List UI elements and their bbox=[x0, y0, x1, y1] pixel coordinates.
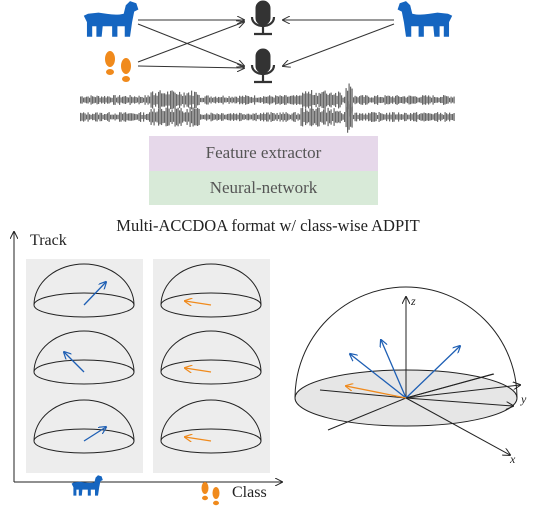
neural-network-box-bg bbox=[149, 171, 378, 205]
x-axis-label: x bbox=[510, 452, 516, 466]
feature-extractor-label: Feature extractor bbox=[205, 143, 322, 162]
neural-network-label: Neural-network bbox=[209, 178, 318, 197]
small-hemisphere bbox=[33, 330, 135, 385]
footsteps-icon-top bbox=[105, 51, 131, 82]
panel-dog bbox=[26, 259, 143, 473]
propagation-arrows bbox=[137, 20, 395, 68]
footsteps-doa-vector bbox=[185, 301, 212, 305]
large-hemisphere bbox=[294, 286, 520, 455]
footsteps-doa-vector bbox=[185, 437, 212, 441]
track-axis-label: Track bbox=[30, 232, 67, 249]
footsteps-icon-axis bbox=[201, 482, 220, 506]
dog-doa-vector bbox=[83, 427, 106, 442]
small-hemisphere bbox=[160, 330, 262, 385]
format-title: Multi-ACCDOA format w/ class-wise ADPIT bbox=[116, 216, 420, 235]
microphone-icon-1 bbox=[250, 0, 276, 36]
small-hemisphere bbox=[160, 399, 262, 454]
panel-footsteps bbox=[153, 259, 270, 473]
y-axis-label: y bbox=[521, 392, 527, 406]
waveform-icon bbox=[80, 83, 455, 133]
dog-doa-vector bbox=[83, 282, 106, 306]
footsteps-doa-vector bbox=[185, 368, 212, 372]
dog-icon-right bbox=[397, 1, 453, 37]
class-axis-label: Class bbox=[232, 484, 267, 501]
microphone-icon-2 bbox=[250, 47, 276, 84]
z-axis-label: z bbox=[411, 294, 416, 308]
dog-icon-left bbox=[83, 1, 139, 37]
small-hemisphere bbox=[160, 263, 262, 318]
dog-icon-axis bbox=[71, 475, 103, 496]
small-hemisphere bbox=[33, 399, 135, 454]
feature-extractor-box-bg bbox=[149, 136, 378, 171]
output-axes bbox=[14, 232, 282, 482]
small-hemisphere bbox=[33, 263, 135, 318]
dog-doa-vector bbox=[64, 352, 85, 373]
